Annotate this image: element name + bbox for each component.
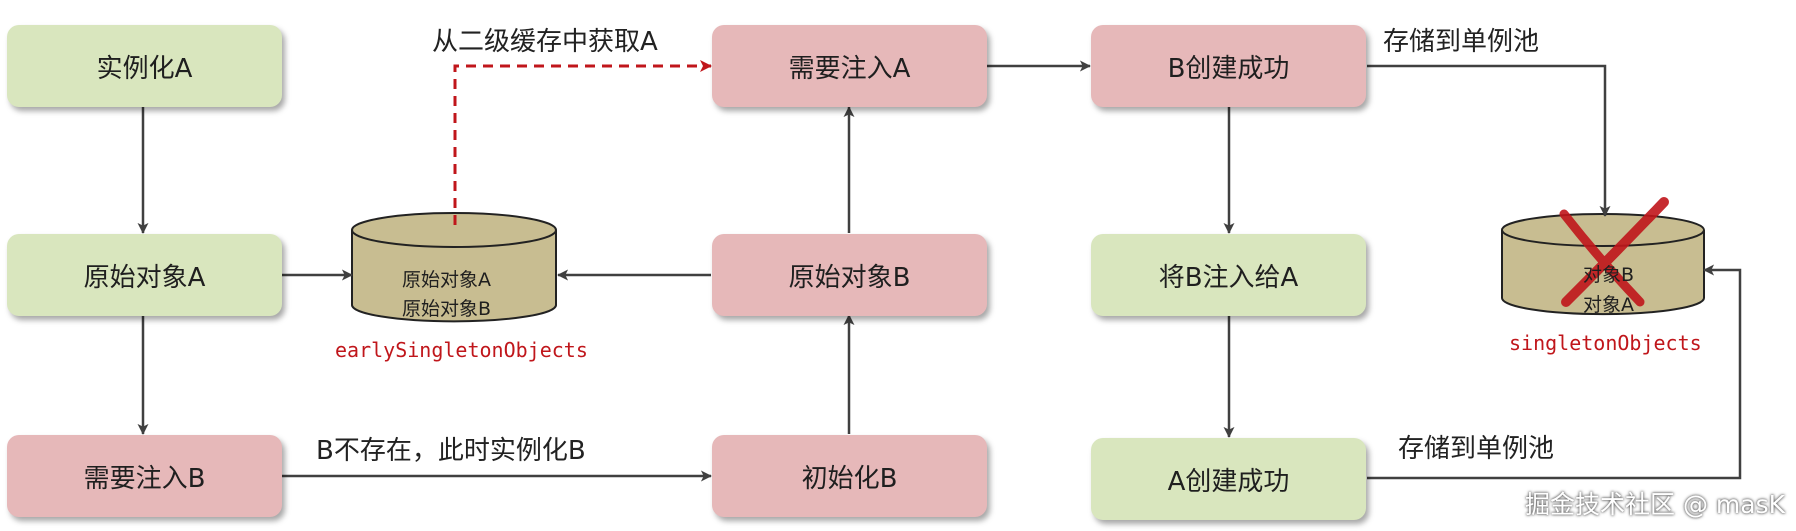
dashed-arrow-early-cache-to-need-a	[453, 60, 712, 225]
early-cache-item: 原始对象B	[402, 298, 492, 320]
box-init-b: 初始化B	[712, 435, 987, 517]
edge-label-second-cache: 从二级缓存中获取A	[432, 27, 658, 57]
arrow-a-created-to-pool	[1367, 264, 1742, 480]
early-cache-cylinder	[351, 212, 557, 323]
box-b-created: B创建成功	[1091, 25, 1366, 107]
box-inject-b-into-a: 将B注入给A	[1091, 234, 1366, 316]
singleton-pool-item: 对象B	[1583, 264, 1635, 286]
box-instantiate-a: 实例化A	[7, 25, 282, 107]
singleton-pool-item: 对象A	[1583, 294, 1634, 316]
singleton-pool-name: singletonObjects	[1509, 331, 1702, 355]
arrow-b-created-to-pool	[1367, 64, 1611, 217]
edge-label-b-not-exist: B不存在，此时实例化B	[316, 436, 586, 466]
box-raw-object-a: 原始对象A	[7, 234, 282, 316]
early-cache-name: earlySingletonObjects	[335, 338, 588, 362]
box-label: A创建成功	[1167, 466, 1290, 497]
box-label: 实例化A	[96, 53, 193, 84]
box-label: 需要注入A	[788, 53, 911, 84]
box-label: 将B注入给A	[1158, 262, 1299, 293]
edge-label-store-pool-top: 存储到单例池	[1383, 27, 1540, 57]
box-label: 初始化B	[801, 463, 898, 494]
box-a-created: A创建成功	[1091, 438, 1366, 520]
box-raw-object-b: 原始对象B	[712, 234, 987, 316]
box-need-inject-a: 需要注入A	[712, 25, 987, 107]
early-cache-item: 原始对象A	[402, 269, 491, 291]
watermark: 掘金技术社区 @ masK	[1525, 490, 1785, 519]
box-label: 原始对象A	[83, 262, 206, 293]
singleton-pool-cylinder	[1501, 213, 1705, 316]
box-label: 原始对象B	[788, 262, 911, 293]
edge-label-store-pool-bottom: 存储到单例池	[1398, 434, 1555, 464]
box-label: B创建成功	[1167, 53, 1290, 84]
cross-mark-icon	[1559, 197, 1669, 307]
box-need-inject-b: 需要注入B	[7, 435, 282, 517]
box-label: 需要注入B	[83, 463, 206, 494]
